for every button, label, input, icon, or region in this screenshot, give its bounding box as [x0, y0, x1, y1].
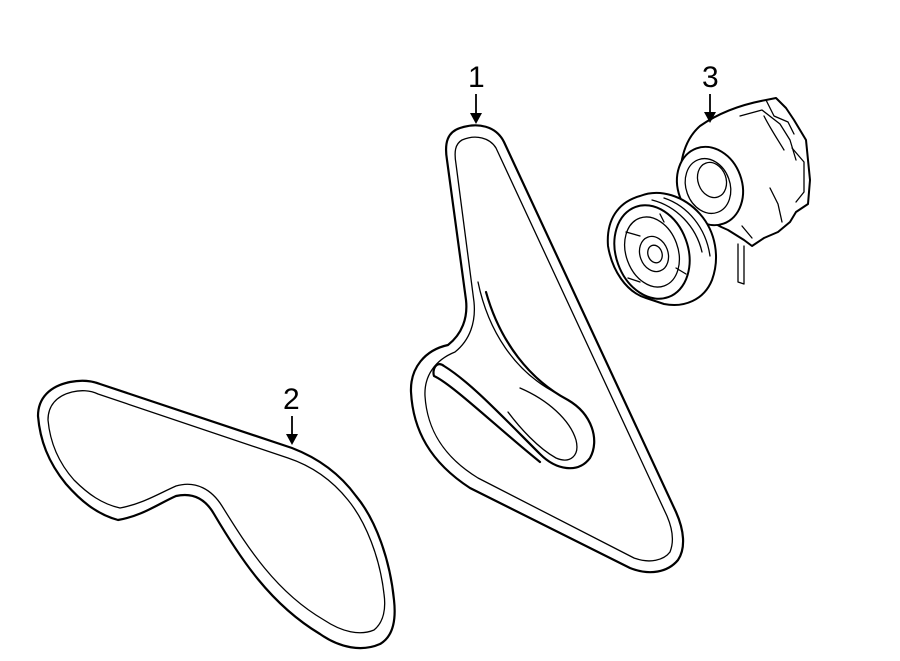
callout-1-number: 1: [468, 61, 485, 94]
belt-part-1: [409, 124, 685, 574]
tensioner-part-3: [606, 97, 811, 306]
belt-part-2: [36, 379, 396, 650]
callout-3-arrow-icon: [704, 112, 716, 123]
callout-2: 2: [283, 383, 300, 445]
callout-1: 1: [468, 61, 485, 124]
callout-2-arrow-icon: [286, 434, 298, 445]
callout-3: 3: [702, 61, 719, 123]
callout-1-arrow-icon: [470, 113, 482, 124]
callout-3-number: 3: [702, 61, 719, 94]
callout-2-number: 2: [283, 383, 300, 416]
